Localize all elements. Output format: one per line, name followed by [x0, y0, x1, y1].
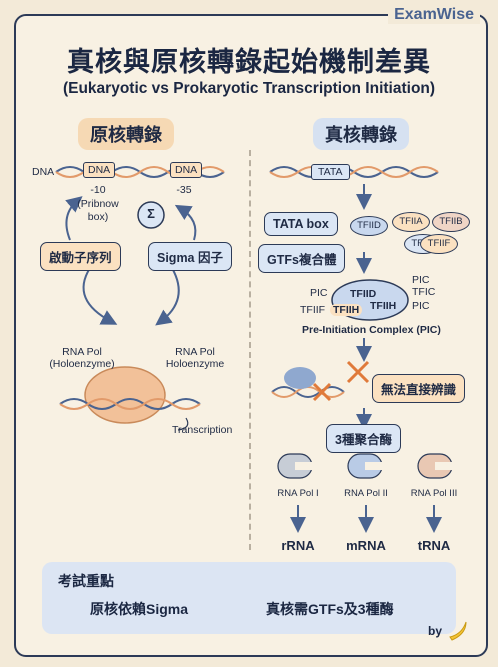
- brand-logo: ExamWise: [388, 6, 480, 24]
- pic-tfiih-label: TFIIH: [330, 304, 363, 316]
- exam-title: 考試重點: [58, 573, 114, 589]
- pic-left-label: PIC: [310, 287, 328, 299]
- trna-label: tRNA: [417, 538, 451, 553]
- pribnow-box-label: box): [87, 211, 109, 223]
- arrow-sigma: [174, 204, 197, 241]
- minus35-label: -35: [176, 184, 192, 196]
- holoenzyme-icon: [84, 366, 166, 424]
- arrow-right-down: [155, 267, 180, 326]
- holoenzyme-left-label: (Holoenzyme): [49, 358, 115, 370]
- tfiid-bubble: TFIID: [350, 216, 388, 236]
- pic-right1-label: PIC: [412, 274, 430, 286]
- pic-tfiih2-label: TFIIH: [370, 300, 397, 312]
- tata-box-dna: TATA: [311, 164, 350, 180]
- eukaryote-heading: 真核轉錄: [313, 118, 409, 150]
- dna-box-minus35: DNA: [170, 162, 203, 178]
- minus10-label: -10: [90, 184, 106, 196]
- sigma-circle: [137, 201, 165, 229]
- pic-tfiid-label: TFIID: [350, 288, 377, 300]
- dna-label: DNA: [32, 166, 55, 178]
- tfiif-pic-label: TFIIF: [300, 304, 326, 316]
- arrow-left-down: [82, 267, 118, 325]
- tfic-label: TFIC: [412, 286, 436, 298]
- eukaryote-dna-small: [271, 386, 345, 398]
- pic-right3-label: PIC: [412, 300, 430, 312]
- tfiif-bubble: TFIIF: [420, 234, 458, 254]
- rnapol-right-label: RNA Pol: [175, 346, 215, 358]
- gtfs-complex-label: GTFs複合體: [258, 244, 346, 273]
- rnapol-icon: [284, 367, 316, 389]
- by-label: by: [428, 624, 443, 638]
- banana-icon: [449, 621, 467, 641]
- tfiia-bubble: TFIIA: [392, 212, 430, 232]
- pol1-icon: [277, 453, 313, 479]
- tfiib-bubble: TFIIB: [432, 212, 470, 232]
- pol3-icon: [417, 453, 453, 479]
- transcription-label: Transcription: [172, 424, 233, 436]
- exam-key-points: 考試重點 原核依賴Sigma 真核需GTFs及3種酶: [42, 562, 456, 634]
- rrna-label: rRNA: [281, 538, 315, 553]
- tata-box-label: TATA box: [264, 212, 338, 236]
- page-title: 真核與原核轉錄起始機制差異: [67, 47, 431, 77]
- arrow-promoter: [65, 196, 83, 241]
- prokaryote-dna-bottom: [59, 398, 201, 410]
- promoter-sequence-label: 啟動子序列: [40, 242, 121, 271]
- sigma-symbol: Σ: [147, 206, 155, 221]
- three-polymerases-label: 3種聚合酶: [326, 424, 401, 453]
- mrna-label: mRNA: [346, 538, 386, 553]
- cannot-recognize-label: 無法直接辨識: [372, 374, 466, 403]
- prokaryote-heading: 原核轉錄: [78, 118, 174, 150]
- cross-icon: [312, 360, 370, 402]
- eukaryote-dna-helix: [269, 166, 439, 178]
- rnapol-left-label: RNA Pol: [62, 346, 102, 358]
- pribnow-label: (Pribnow: [77, 198, 119, 210]
- page-subtitle: (Eukaryotic vs Prokaryotic Transcription…: [62, 80, 436, 97]
- pol3-label: RNA Pol III: [410, 488, 458, 499]
- dna-box-minus10: DNA: [83, 162, 116, 178]
- pol2-icon: [347, 453, 383, 479]
- pol2-label: RNA Pol II: [344, 488, 388, 499]
- transcription-pointer: [177, 417, 189, 431]
- section-divider: [249, 150, 251, 550]
- sigma-factor-label: Sigma 因子: [148, 242, 232, 271]
- exam-item-1: 原核依賴Sigma: [90, 601, 189, 617]
- pic-full-label: Pre-Initiation Complex (PIC): [302, 324, 441, 336]
- exam-item-2: 真核需GTFs及3種酶: [266, 601, 394, 617]
- pol1-label: RNA Pol I: [277, 488, 319, 499]
- holoenzyme-right-label: Holoenzyme: [165, 358, 225, 370]
